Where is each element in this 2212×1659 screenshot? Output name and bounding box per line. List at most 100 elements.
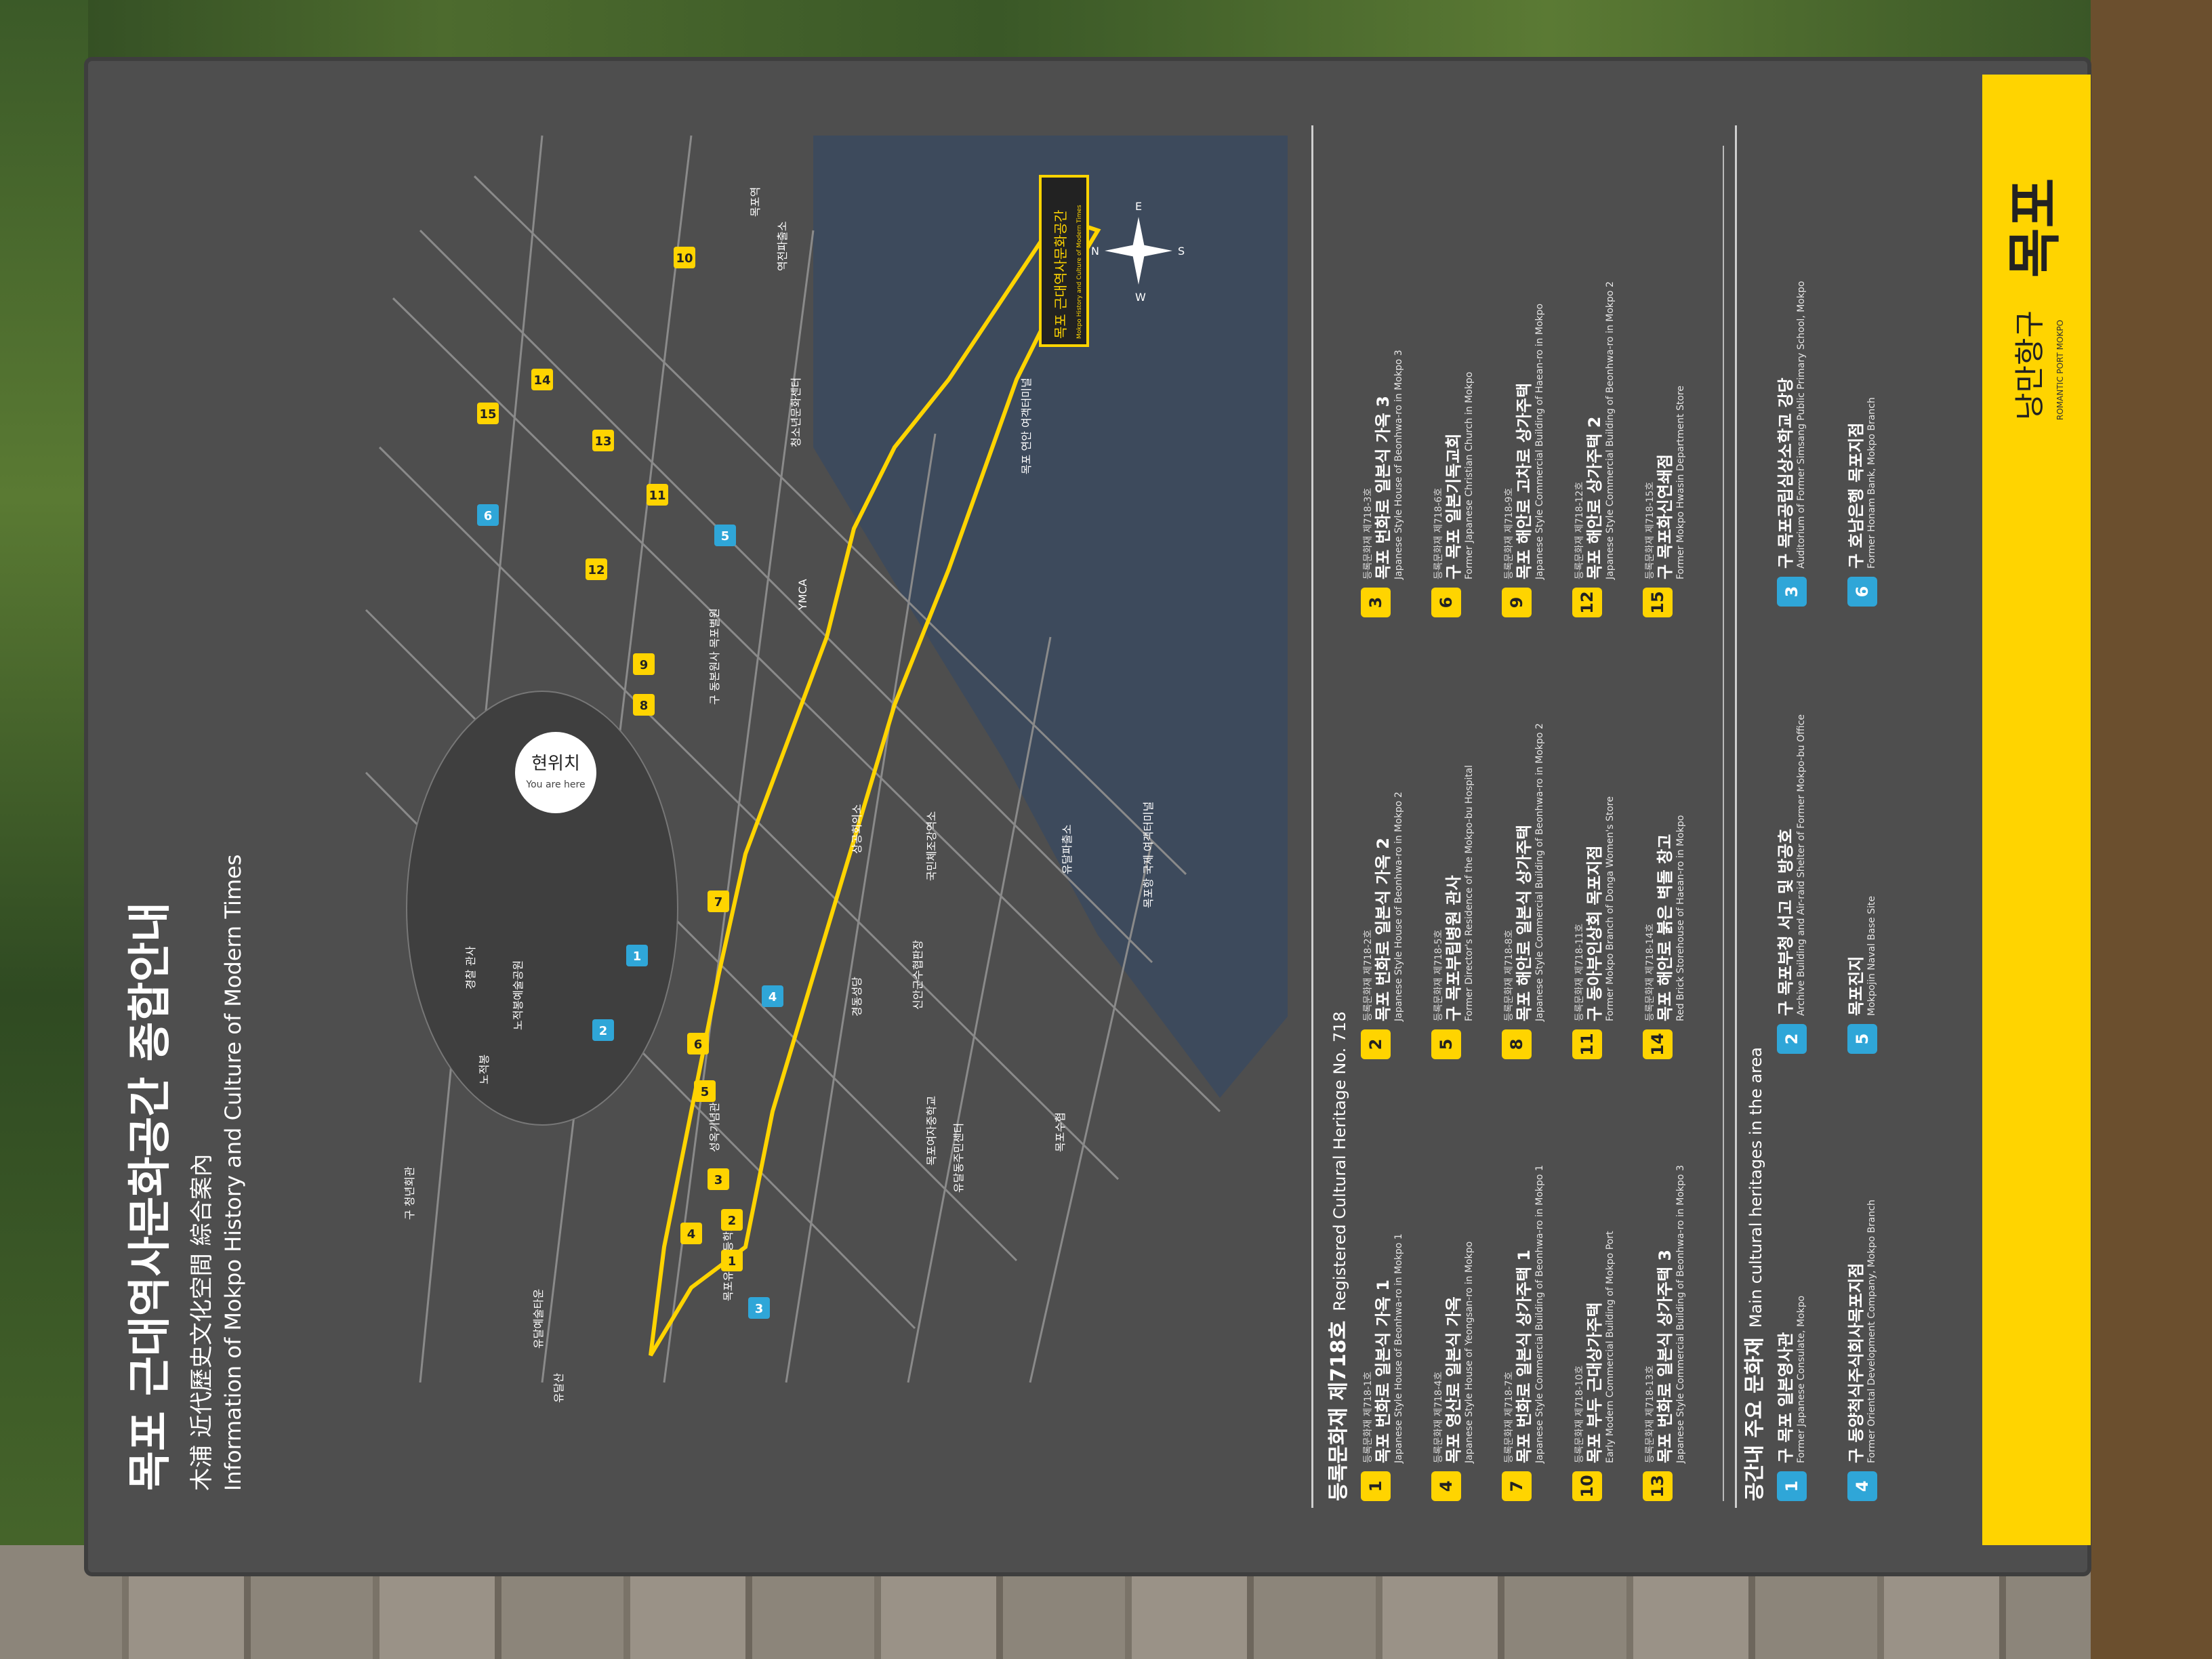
place-label: 성옥기념관 xyxy=(708,1102,721,1152)
yellow-marker-number: 11 xyxy=(649,489,665,503)
yellow-marker-number: 10 xyxy=(676,251,693,266)
registered-title-en: Registered Cultural Heritage No. 718 xyxy=(1330,1011,1349,1311)
registered-name-en: Early Modern Commercial Building of Mokp… xyxy=(1604,1231,1616,1463)
divider-line-2 xyxy=(1735,125,1737,1508)
yellow-marker: 15 xyxy=(477,403,499,424)
area-label-en: Mokpo History and Culture of Modern Time… xyxy=(1076,205,1083,339)
registered-number: 등록문화재 제718-4호 xyxy=(1433,1371,1444,1463)
yellow-marker-number: 12 xyxy=(588,563,605,577)
place-label: 유달파출소 xyxy=(1061,824,1073,874)
registered-name-en: Japanese Style Commercial Building of Be… xyxy=(1534,1165,1545,1463)
brand-logo: 낭만항구 목포 ROMANTIC PORT MOKPO xyxy=(2003,178,2066,420)
background-plants-left xyxy=(0,0,88,1659)
yellow-marker: 14 xyxy=(531,369,553,390)
main-heritage-en: Former Japanese Consulate, Mokpo xyxy=(1795,1295,1807,1463)
blue-marker: 4 xyxy=(762,985,783,1007)
registered-number: 등록문화재 제718-13호 xyxy=(1645,1365,1656,1463)
yellow-number-badge: 7 xyxy=(1502,1471,1532,1501)
yellow-marker-number: 9 xyxy=(640,658,649,672)
registered-name-en: Japanese Style House of Beonhwa-ro in Mo… xyxy=(1393,350,1404,579)
registered-number: 등록문화재 제718-1호 xyxy=(1363,1371,1374,1463)
place-label: 국민체조강역소 xyxy=(925,811,938,881)
place-label: 경동성당 xyxy=(851,977,863,1017)
page-title-hanja: 木浦 近代歷史文化空間 綜合案內 xyxy=(188,1153,216,1491)
registered-name-ko: 목포 해안로 상가주택 2 xyxy=(1585,416,1604,580)
brand-slogan: 낭만항구 xyxy=(2013,310,2047,420)
yellow-marker: 11 xyxy=(647,484,668,506)
yellow-marker: 1 xyxy=(721,1250,743,1271)
place-label: 목포여자중학교 xyxy=(925,1096,938,1166)
blue-marker: 2 xyxy=(592,1019,614,1041)
place-label: 역전파출소 xyxy=(776,221,789,271)
registered-name-ko: 목포 번화로 일본식 가옥 1 xyxy=(1374,1279,1393,1463)
area-map: 현위치 You are here 목포 근대역사문화공간 Mokpo Histo… xyxy=(365,135,1288,1403)
page-title: 목포 근대역사문화공간 종합안내 xyxy=(125,902,176,1491)
blue-marker-number: 2 xyxy=(599,1024,608,1038)
place-label: 노적봉 xyxy=(478,1054,491,1084)
place-label: 경찰 관사 xyxy=(464,946,477,989)
yellow-number-badge: 4 xyxy=(1431,1471,1461,1501)
blue-number-badge: 6 xyxy=(1847,577,1877,607)
place-label: 신안군수협판장 xyxy=(912,940,924,1010)
registered-name-ko: 구 동아부인상회 목포지점 xyxy=(1585,845,1604,1021)
registered-name-ko: 구 목포 일본기독교회 xyxy=(1444,433,1463,579)
you-are-here-en: You are here xyxy=(525,779,585,790)
yellow-marker-number: 2 xyxy=(728,1214,737,1228)
place-label: YMCA xyxy=(796,579,809,611)
compass-rose-icon: N E S W xyxy=(1091,200,1185,304)
street-grid xyxy=(365,135,1221,1383)
registered-name-ko: 목포 번화로 일본식 상가주택 1 xyxy=(1515,1249,1534,1463)
registered-name-ko: 목포 영산로 일본식 가옥 xyxy=(1444,1296,1463,1463)
yellow-number-badge: 6 xyxy=(1431,588,1461,617)
registered-name-ko: 목포 번화로 일본식 상가주택 3 xyxy=(1656,1249,1675,1463)
yellow-marker-number: 5 xyxy=(701,1085,710,1099)
registered-name-en: Japanese Style Commercial Building of Be… xyxy=(1534,723,1545,1021)
registered-number: 등록문화재 제718-11호 xyxy=(1574,923,1585,1021)
main-heritage-ko: 구 목포부청 서고 및 방공호 xyxy=(1776,828,1795,1016)
blue-number-badge: 5 xyxy=(1847,1024,1877,1054)
registered-number: 등록문화재 제718-8호 xyxy=(1504,929,1515,1021)
registered-name-en: Japanese Style House of Beonhwa-ro in Mo… xyxy=(1393,1233,1404,1463)
main-heritage-ko: 구 목포 일본영사관 xyxy=(1776,1332,1795,1463)
main-heritage-en: Auditorium of Former Simsang Public Prim… xyxy=(1795,281,1807,569)
divider-line xyxy=(1311,125,1313,1508)
blue-marker-number: 4 xyxy=(769,990,777,1004)
registered-number: 등록문화재 제718-15호 xyxy=(1645,481,1656,579)
main-title: 공간내 주요 문화재 xyxy=(1743,1337,1767,1501)
yellow-marker: 9 xyxy=(633,653,655,675)
yellow-marker: 6 xyxy=(687,1033,709,1054)
legend-panel: 등록문화재 제718호Registered Cultural Heritage … xyxy=(1322,119,1931,1501)
main-heritage-en: Former Honam Bank, Mokpo Branch xyxy=(1866,397,1877,569)
yellow-marker: 13 xyxy=(592,430,614,451)
blue-marker: 5 xyxy=(714,525,736,546)
main-heritage-ko: 구 목포공립심상소학교 강당 xyxy=(1776,377,1795,569)
yellow-marker-number: 1 xyxy=(728,1254,737,1269)
registered-name-en: Former Director's Residence of the Mokpo… xyxy=(1463,764,1475,1021)
legend-main-heading: 공간내 주요 문화재Main cultural heritages in the… xyxy=(1738,119,1767,1501)
main-heritage-en: Archive Building and Air-raid Shelter of… xyxy=(1795,714,1807,1016)
place-label: 유달예술타운 xyxy=(532,1289,545,1349)
